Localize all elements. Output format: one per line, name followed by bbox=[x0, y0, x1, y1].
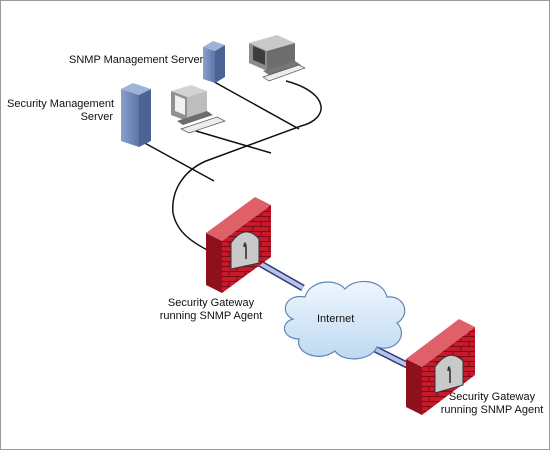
workstation-icon bbox=[249, 35, 306, 82]
gateway1-label: Security Gateway running SNMP Agent bbox=[151, 297, 271, 323]
security-server-label: Security Management Server bbox=[7, 98, 114, 124]
brick-firewall-icon bbox=[406, 319, 475, 415]
gateway1-label-line1: Security Gateway bbox=[167, 297, 255, 309]
gateway2-label-line2: running SNMP Agent bbox=[440, 404, 544, 416]
snmp-server-label: SNMP Management Server bbox=[69, 54, 204, 66]
network-bus bbox=[140, 78, 322, 254]
gateway2-label: Security Gateway running SNMP Agent bbox=[436, 391, 548, 417]
gateway1-label-line2: running SNMP Agent bbox=[159, 310, 263, 322]
security-server-label-line2: Server bbox=[80, 111, 113, 123]
cloud-icon bbox=[283, 280, 406, 360]
workstation-icon bbox=[171, 85, 226, 134]
brick-firewall-icon bbox=[206, 197, 271, 293]
server-tower-icon bbox=[203, 41, 225, 83]
server-tower-icon bbox=[121, 83, 151, 147]
security-server-label-line1: Security Management bbox=[7, 98, 114, 110]
gateway2-label-line1: Security Gateway bbox=[448, 391, 536, 403]
internet-label: Internet bbox=[317, 313, 355, 325]
